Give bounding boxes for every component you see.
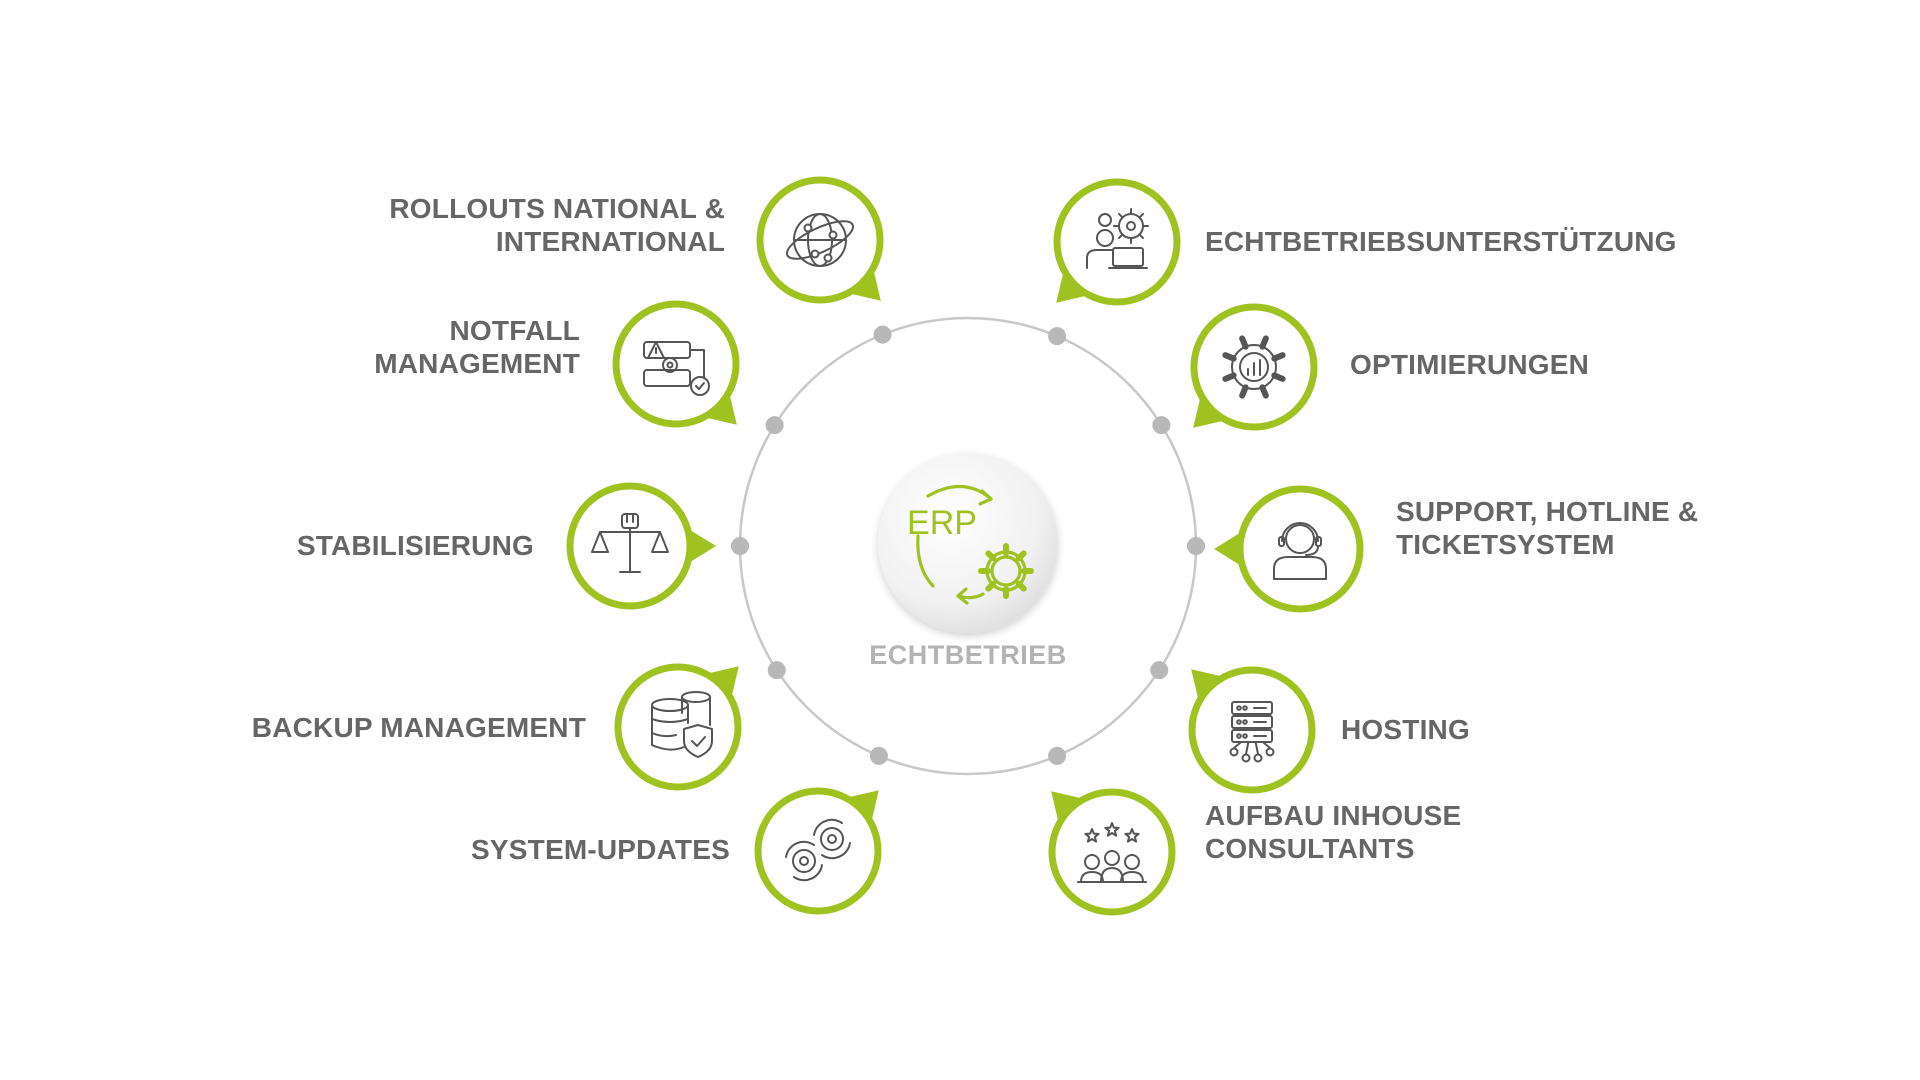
service-node-support (1214, 485, 1364, 613)
pin-circle (754, 787, 882, 915)
service-label-support: SUPPORT, HOTLINE &TICKETSYSTEM (1396, 495, 1826, 561)
service-label-stabilisierung: STABILISIERUNG (140, 529, 534, 562)
alert-workflow-icon (643, 341, 710, 396)
service-label-line: STABILISIERUNG (296, 530, 534, 561)
ring-dot (1187, 537, 1205, 555)
service-label-line: MANAGEMENT (374, 348, 580, 379)
pin-circle (1053, 178, 1181, 306)
globe-network-icon (785, 213, 855, 267)
service-label-backup: BACKUP MANAGEMENT (150, 711, 586, 744)
service-label-echtbetriebsunterstuetzung: ECHTBETRIEBSUNTERSTÜTZUNG (1205, 225, 1725, 258)
erp-center-badge: ERP (878, 453, 1058, 633)
pin-tail (1214, 531, 1243, 567)
ring-dot (1150, 661, 1169, 680)
ring-dot (869, 746, 888, 765)
server-rack-icon (1229, 701, 1275, 763)
service-node-rollouts (756, 176, 884, 304)
ring-dot (873, 325, 892, 344)
pin-circle (614, 663, 742, 791)
service-label-line: HOSTING (1341, 714, 1470, 745)
service-label-line: NOTFALL (449, 315, 580, 346)
service-label-line: SYSTEM-UPDATES (471, 834, 730, 865)
service-node-stabilisierung (566, 482, 716, 610)
erp-cycle-gear-icon (916, 484, 1034, 605)
service-label-line: INTERNATIONAL (495, 226, 725, 257)
balance-scale-icon (591, 513, 669, 573)
database-shield-icon (651, 691, 713, 758)
service-label-line: BACKUP MANAGEMENT (251, 712, 586, 743)
update-gears-icon (785, 818, 851, 882)
service-label-hosting: HOSTING (1341, 713, 1641, 746)
service-node-backup (614, 663, 742, 791)
service-label-line: CONSULTANTS (1205, 833, 1415, 864)
service-label-line: AUFBAU INHOUSE (1205, 800, 1462, 831)
service-label-line: ROLLOUTS NATIONAL & (389, 193, 725, 224)
center-label: ECHTBETRIEB (869, 640, 1067, 670)
team-stars-icon (1077, 822, 1147, 883)
service-node-hosting (1188, 666, 1316, 794)
team-gear-laptop-icon (1086, 208, 1149, 269)
ring-dot (1048, 746, 1067, 765)
service-node-consultants (1048, 788, 1176, 916)
service-node-notfall (612, 300, 740, 428)
service-label-updates: SYSTEM-UPDATES (280, 833, 730, 866)
service-node-optimierungen (1190, 303, 1318, 431)
ring-dot (731, 537, 749, 555)
service-label-line: SUPPORT, HOTLINE & (1396, 496, 1699, 527)
service-label-line: OPTIMIERUNGEN (1350, 349, 1590, 380)
pin-tail (687, 528, 716, 564)
pin-circle (1236, 485, 1364, 613)
ring-dot (1152, 416, 1171, 435)
erp-logo-text: ERP (907, 504, 977, 542)
service-node-updates (754, 787, 882, 915)
headset-agent-icon (1273, 522, 1327, 580)
ring-dot (767, 661, 786, 680)
ring-dot (1048, 327, 1067, 346)
service-label-line: TICKETSYSTEM (1396, 529, 1615, 560)
ring-dot (765, 416, 784, 435)
service-label-rollouts: ROLLOUTS NATIONAL &INTERNATIONAL (385, 192, 725, 258)
service-label-line: ECHTBETRIEBSUNTERSTÜTZUNG (1205, 226, 1677, 257)
service-node-echtbetriebsunterstuetzung (1053, 178, 1181, 306)
gear-chart-icon (1222, 335, 1286, 399)
service-label-optimierungen: OPTIMIERUNGEN (1350, 348, 1750, 381)
